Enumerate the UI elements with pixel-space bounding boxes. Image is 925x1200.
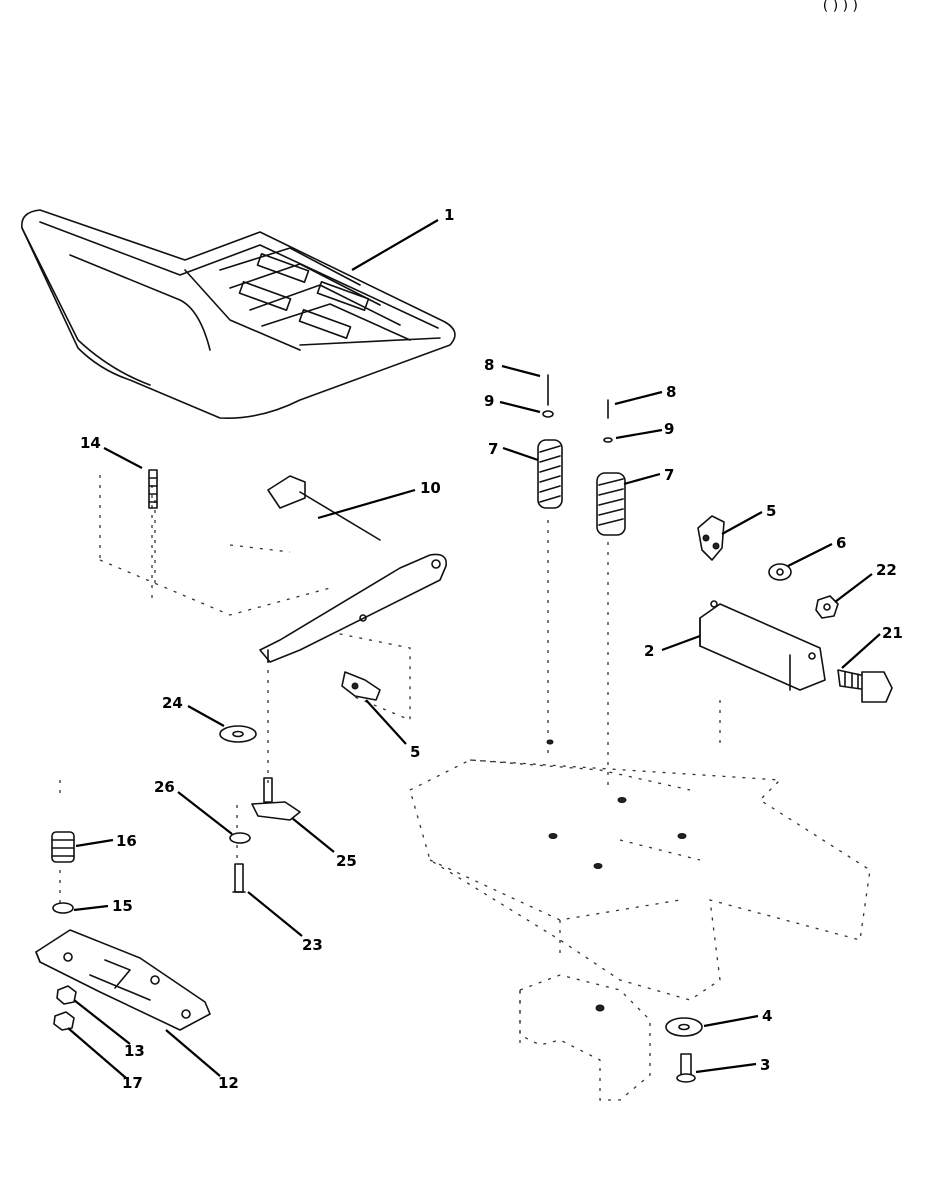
callout-9-left: 9 xyxy=(484,392,494,410)
nut-17 xyxy=(53,1011,75,1031)
callout-10: 10 xyxy=(420,479,441,497)
spring-left xyxy=(537,374,563,509)
callout-23: 23 xyxy=(302,936,323,954)
spring-16 xyxy=(51,831,75,863)
nut-13 xyxy=(56,985,77,1005)
seat xyxy=(21,209,456,419)
callout-8-left: 8 xyxy=(484,356,494,374)
track-plate-12 xyxy=(35,929,211,1031)
callout-15: 15 xyxy=(112,897,133,915)
spring-right xyxy=(596,399,626,536)
bracket-2 xyxy=(699,600,826,691)
callout-24: 24 xyxy=(162,694,183,712)
seat-pan-lever xyxy=(259,475,447,663)
callout-21: 21 xyxy=(882,624,903,642)
callout-7-right: 7 xyxy=(664,466,674,484)
callout-9-right: 9 xyxy=(664,420,674,438)
corner-mark: ( ) ) ) xyxy=(823,0,858,14)
washer-24 xyxy=(219,725,257,743)
callout-8-right: 8 xyxy=(666,383,676,401)
frame-holes xyxy=(546,739,687,1012)
hidden-lines xyxy=(59,475,871,1101)
callout-2: 2 xyxy=(644,642,654,660)
callout-labels: 1 14 10 8 9 7 8 9 7 5 6 22 2 21 24 5 26 … xyxy=(80,206,903,1092)
pivot-25 xyxy=(251,777,301,821)
callout-14: 14 xyxy=(80,434,101,452)
callout-3: 3 xyxy=(760,1056,770,1074)
washer-15 xyxy=(52,902,74,914)
latch-5-upper xyxy=(697,515,725,561)
callout-12: 12 xyxy=(218,1074,239,1092)
leader-lines xyxy=(67,219,881,1079)
nut-22 xyxy=(815,595,839,619)
callout-17: 17 xyxy=(122,1074,143,1092)
callout-5-lower: 5 xyxy=(410,743,420,761)
callout-6: 6 xyxy=(836,534,846,552)
callout-26: 26 xyxy=(154,778,175,796)
latch-5-lower xyxy=(341,671,381,701)
callout-1: 1 xyxy=(444,206,454,224)
callout-16: 16 xyxy=(116,832,137,850)
pin-3 xyxy=(676,1053,696,1083)
bolt-14 xyxy=(148,469,158,509)
callout-7-left: 7 xyxy=(488,440,498,458)
nut-6 xyxy=(768,563,792,581)
callout-5-upper: 5 xyxy=(766,502,776,520)
bolt-23 xyxy=(232,863,246,893)
washer-26 xyxy=(229,832,251,844)
callout-4: 4 xyxy=(762,1007,772,1025)
callout-22: 22 xyxy=(876,561,897,579)
washer-4 xyxy=(665,1017,703,1037)
callout-25: 25 xyxy=(336,852,357,870)
callout-13: 13 xyxy=(124,1042,145,1060)
bolt-21 xyxy=(837,669,893,703)
